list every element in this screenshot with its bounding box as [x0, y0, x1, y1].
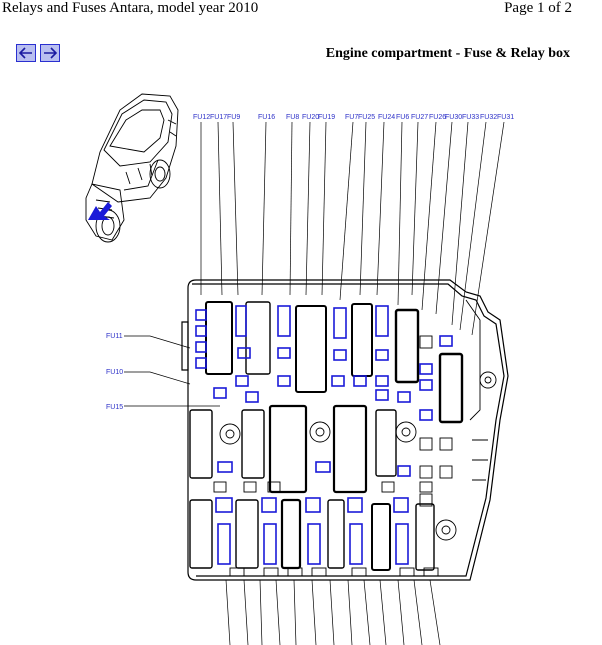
arrow-left-icon [18, 47, 32, 59]
fuse-label: FU20 [302, 114, 319, 121]
left-leader-lines [124, 335, 220, 407]
fuse-label: FU19 [318, 114, 335, 121]
top-leader-lines [200, 121, 505, 336]
fuse-label: FU33 [462, 114, 479, 121]
location-arrow [88, 202, 112, 220]
fuse-label: FU11 [106, 333, 123, 340]
arrow-right-icon [44, 47, 58, 59]
fuse-label: FU25 [358, 114, 375, 121]
fuse-label: FU12 [193, 114, 210, 121]
fuse-label: FU6 [396, 114, 409, 121]
top-fuse-labels: FU12 FU17 FU9 FU16 FU8 FU20 FU19 FU7 FU2… [193, 114, 514, 121]
fuse-label: FU7 [345, 114, 358, 121]
section-title: Engine compartment - Fuse & Relay box [325, 46, 570, 61]
fuse-box-housing [181, 279, 509, 581]
blue-fuses [195, 305, 453, 565]
fuse-label: FU15 [106, 404, 123, 411]
page-indicator: Page 1 of 2 [504, 0, 572, 16]
document-title: Relays and Fuses Antara, model year 2010 [2, 0, 259, 16]
fuse-label: FU30 [445, 114, 462, 121]
fuse-label: FU31 [497, 114, 514, 121]
fuse-box-diagram: FU12 FU17 FU9 FU16 FU8 FU20 FU19 FU7 FU2… [85, 93, 514, 645]
bottom-leader-lines [225, 579, 441, 645]
fuse-label: FU26 [429, 114, 446, 121]
fuse-label: FU32 [480, 114, 497, 121]
fuse-label: FU16 [258, 114, 275, 121]
fuse-box-components [189, 299, 497, 577]
forward-button[interactable] [40, 44, 60, 62]
fuse-label: FU17 [210, 114, 227, 121]
fuse-label: FU24 [378, 114, 395, 121]
back-button[interactable] [16, 44, 36, 62]
fuse-label: FU27 [411, 114, 428, 121]
left-fuse-labels: FU11 FU10 FU15 [106, 333, 123, 411]
fuse-label: FU9 [227, 114, 240, 121]
fuse-label: FU10 [106, 369, 123, 376]
fuse-label: FU8 [286, 114, 299, 121]
